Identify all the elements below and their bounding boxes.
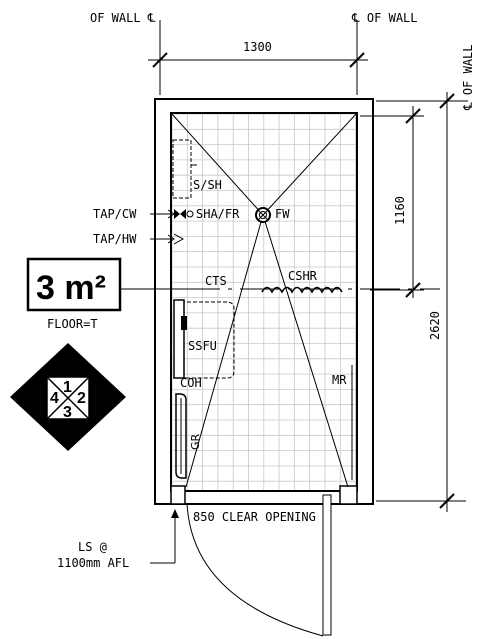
of-wall-vertical-label: ℄ OF WALL — [461, 44, 475, 111]
fw-label: FW — [275, 207, 290, 221]
room-tag-diamond: 1 4 2 3 — [10, 343, 126, 451]
diamond-right: 2 — [77, 390, 86, 407]
tap-hw-icon — [150, 233, 185, 245]
width-dim-label: 1300 — [243, 40, 272, 54]
floor-fall-lines — [171, 113, 357, 488]
of-wall-right-label: ℄ OF WALL — [351, 11, 418, 25]
floor-type-label: FLOOR=T — [47, 317, 98, 331]
area-box: 3 m² — [26, 257, 122, 312]
width-dimension — [148, 20, 368, 95]
diamond-top: 1 — [63, 379, 72, 396]
ls-label-line2: 1100mm AFL — [57, 556, 129, 570]
ssfu-label: SSFU — [188, 339, 217, 353]
cshr-label: CSHR — [288, 269, 318, 283]
diamond-bottom: 3 — [63, 404, 72, 421]
area-value: 3 m² — [36, 269, 106, 307]
vertical-dimensions — [360, 92, 468, 512]
of-wall-left-label: OF WALL ℄ — [90, 11, 156, 25]
cts-label: CTS — [205, 274, 227, 288]
ls-label-line1: LS @ — [78, 540, 107, 554]
s-sh-label: S/SH — [193, 178, 222, 192]
tap-cw-label: TAP/CW — [93, 207, 137, 221]
tap-cw-icon — [150, 209, 194, 219]
grab-rail-icon — [175, 393, 187, 479]
sha-fr-label: SHA/FR — [196, 207, 240, 221]
diamond-left: 4 — [50, 390, 59, 407]
floor-waste-icon — [255, 207, 271, 223]
clear-opening-label: 850 CLEAR OPENING — [193, 510, 316, 524]
shower-curtain-rail-icon — [261, 286, 343, 294]
upper-dim-label: 1160 — [393, 196, 407, 225]
toilet-cistern — [173, 299, 185, 379]
mr-label: MR — [332, 373, 347, 387]
height-dim-label: 2620 — [428, 311, 442, 340]
coh-label: COH — [180, 376, 202, 390]
door-swing — [186, 494, 332, 637]
tap-hw-label: TAP/HW — [93, 232, 137, 246]
gr-label: GR — [189, 433, 202, 450]
room-walls — [154, 98, 374, 505]
shower-shelf-outline — [172, 139, 192, 199]
